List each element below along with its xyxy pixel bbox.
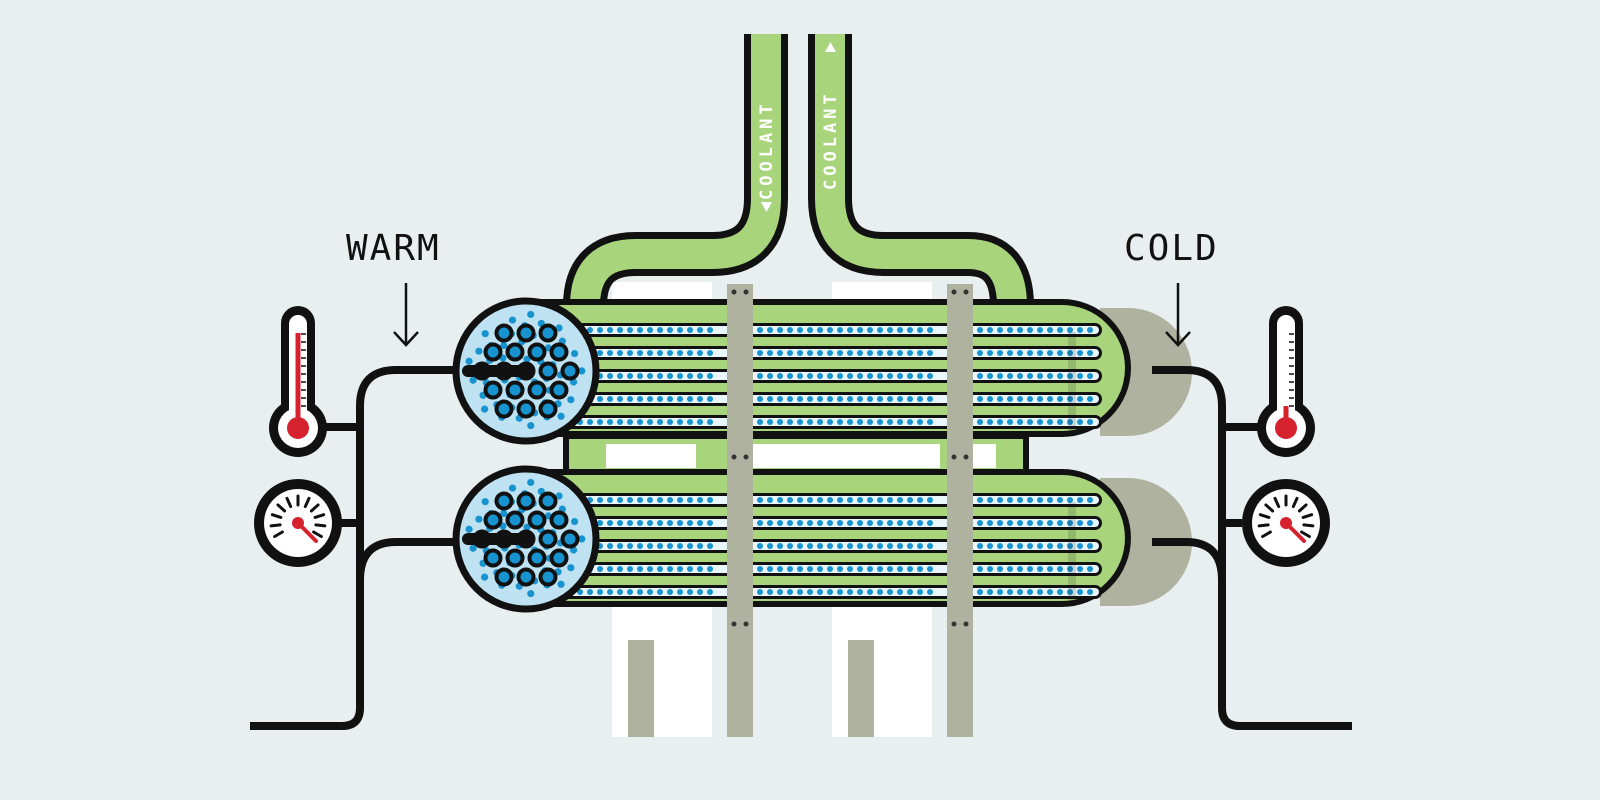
warm-arrow-down-icon: [393, 283, 419, 347]
tube-sheet-top: [452, 297, 600, 445]
warm-label: WARM: [346, 228, 441, 269]
coolant-pipe-in: COOLANT: [563, 34, 788, 308]
cold-arrow-down-icon: [1165, 283, 1191, 347]
coolant-pipe-out: COOLANT: [808, 34, 1034, 307]
warm-thermometer-icon: [269, 306, 327, 457]
coolant-out-label: COOLANT: [821, 90, 841, 190]
cold-label: COLD: [1124, 228, 1219, 269]
tube-sheet-bottom: [452, 465, 600, 613]
warm-side-piping: [250, 366, 468, 730]
cold-side-piping: [1152, 366, 1352, 730]
support-posts: [727, 284, 973, 737]
cold-pressure-gauge-icon: [1242, 479, 1330, 567]
cold-thermometer-icon: [1257, 306, 1315, 457]
coolant-in-label: COOLANT: [757, 100, 777, 200]
warm-pressure-gauge-icon: [254, 479, 342, 567]
exchanger-shell-top: [523, 299, 1192, 437]
exchanger-shell-bottom: [523, 469, 1192, 607]
coolant-out-arrow-icon: [825, 42, 836, 52]
coolant-in-arrow-icon: [761, 202, 772, 212]
